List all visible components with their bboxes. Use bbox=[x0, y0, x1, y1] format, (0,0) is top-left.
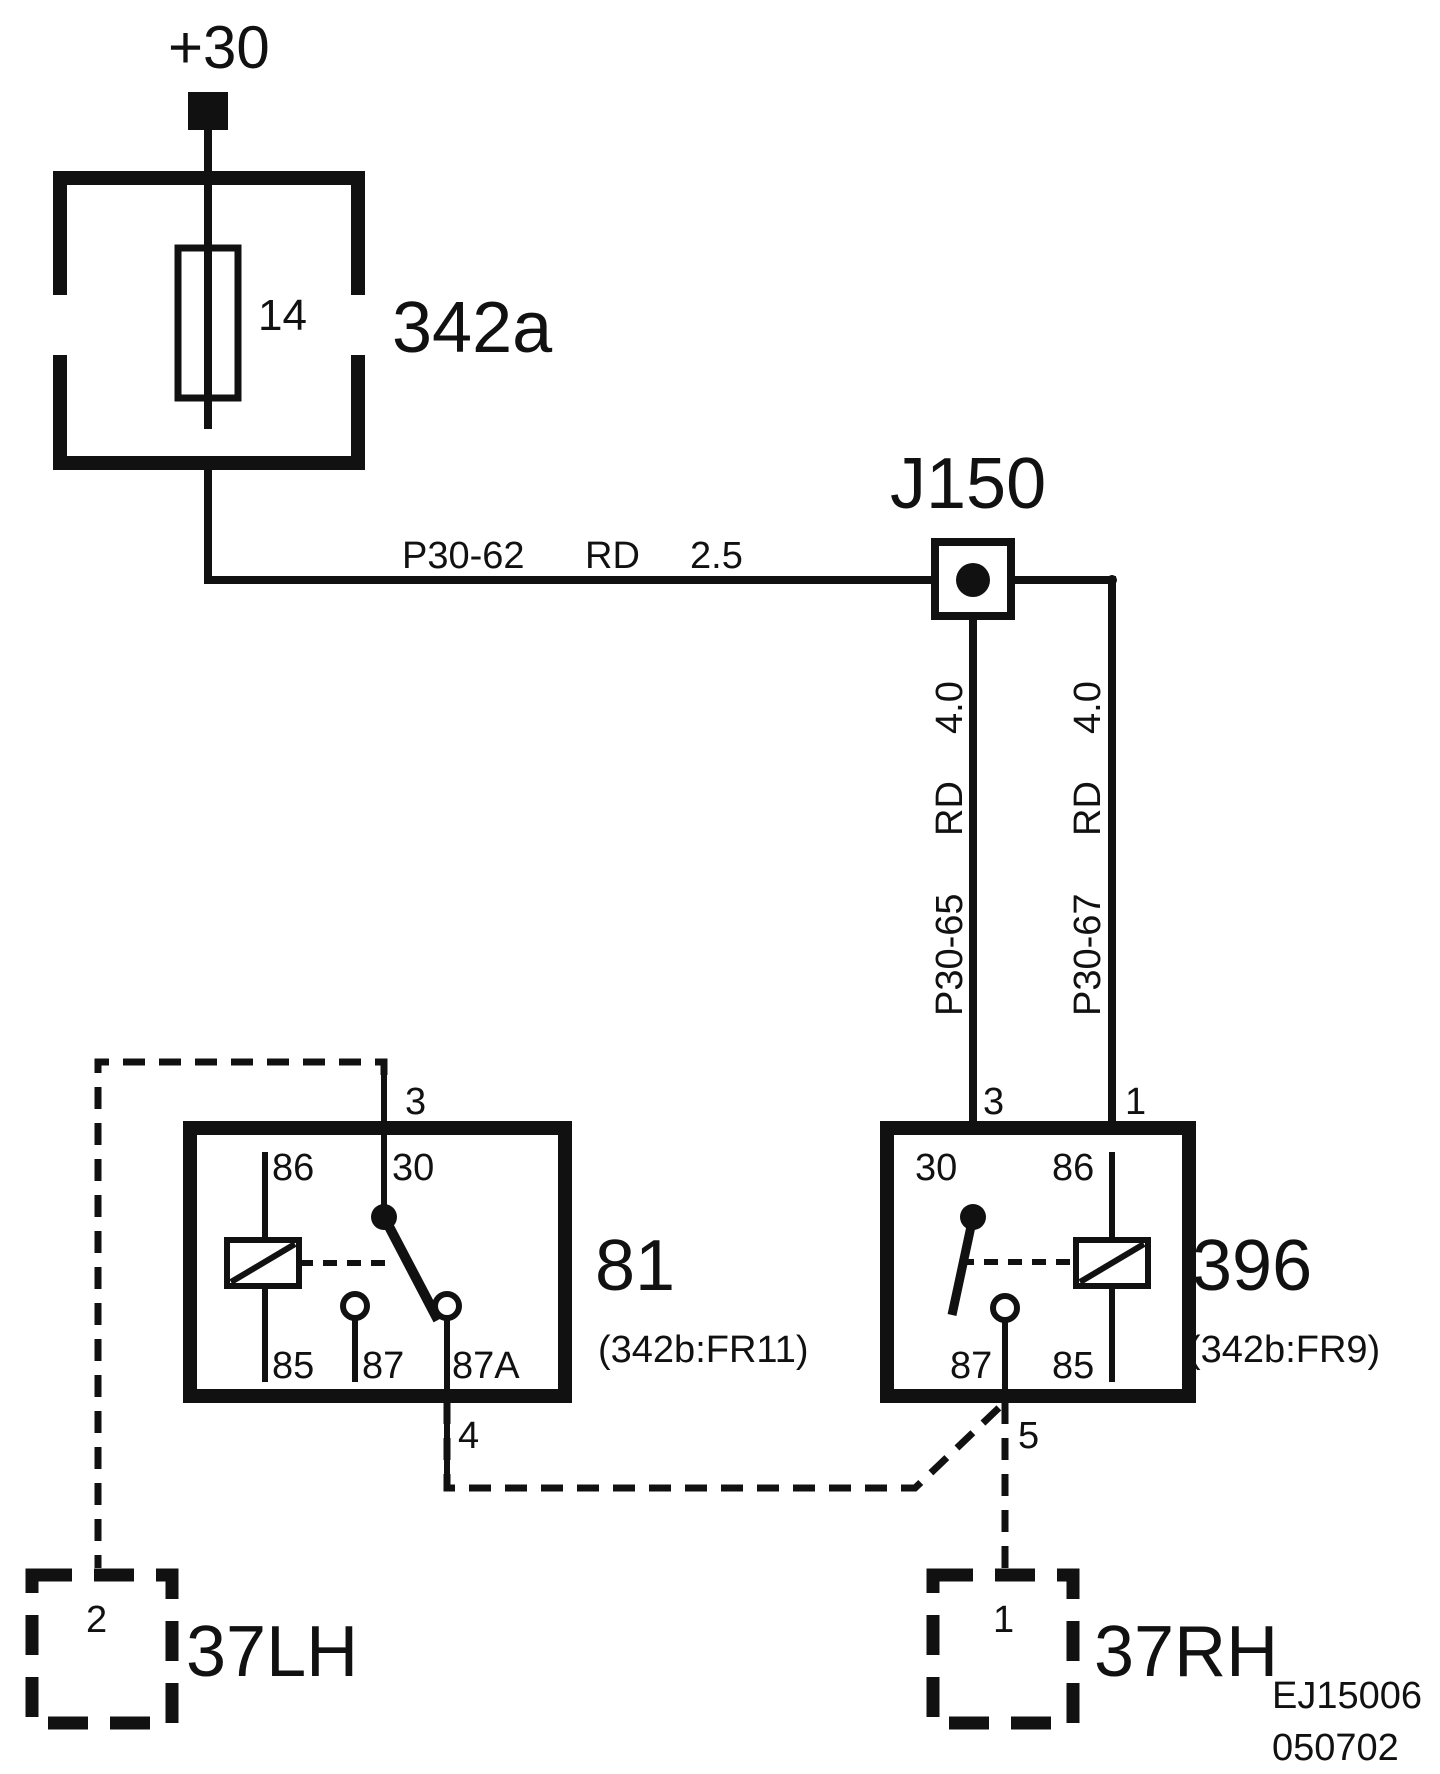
junction-node bbox=[956, 563, 990, 597]
relay-396-pin-30: 30 bbox=[915, 1147, 957, 1189]
relay-81: 86 30 85 87 87A 3 4 81 (342b:FR11) bbox=[183, 1075, 809, 1475]
lamp-37rh-id: 37RH bbox=[1094, 1612, 1278, 1692]
wire-main-color: RD bbox=[585, 535, 640, 577]
relay-81-pin-86: 86 bbox=[272, 1147, 314, 1189]
dashed-wire-87a-to-87 bbox=[443, 1399, 1008, 1492]
supply-terminal bbox=[188, 92, 228, 130]
relay-396-pin-85: 85 bbox=[1052, 1345, 1094, 1387]
wire-left-size: 4.0 bbox=[929, 681, 971, 734]
relay-396-contact-87 bbox=[990, 1293, 1020, 1323]
drawing-ref-line2: 050702 bbox=[1272, 1727, 1399, 1769]
wire-main-size: 2.5 bbox=[690, 535, 743, 577]
relay-396-conn-pin-left: 3 bbox=[983, 1081, 1004, 1123]
fuse-14 bbox=[174, 244, 242, 402]
relay-81-pin-87: 87 bbox=[362, 1345, 404, 1387]
relay-81-contact-87a bbox=[432, 1291, 462, 1321]
relay-396-conn-pin-right: 1 bbox=[1125, 1081, 1146, 1123]
lamp-37rh-pin: 1 bbox=[993, 1599, 1014, 1641]
dashed-wire-lh-feed bbox=[94, 1058, 388, 1568]
junction-id: J150 bbox=[890, 444, 1046, 524]
wire-right-labels: P30-67 RD 4.0 bbox=[1067, 681, 1109, 1016]
fuse-box-id: 342a bbox=[392, 288, 553, 368]
lamp-37lh: 2 37LH bbox=[25, 1568, 358, 1730]
lamp-37lh-id: 37LH bbox=[186, 1612, 358, 1692]
wire-right-color: RD bbox=[1067, 781, 1109, 836]
supply-label: +30 bbox=[168, 14, 270, 81]
wire-right-code: P30-67 bbox=[1067, 893, 1109, 1016]
relay-81-switch-arm bbox=[379, 1214, 443, 1323]
relay-81-ref: (342b:FR11) bbox=[598, 1329, 809, 1371]
relay-81-pin-87a: 87A bbox=[452, 1345, 520, 1387]
wire-left-labels: P30-65 RD 4.0 bbox=[929, 681, 971, 1016]
relay-81-conn-pin-top: 3 bbox=[405, 1081, 426, 1123]
relay-81-id: 81 bbox=[595, 1226, 675, 1306]
relay-81-pin-30: 30 bbox=[392, 1147, 434, 1189]
relay-81-pin-85: 85 bbox=[272, 1345, 314, 1387]
wire-right-size: 4.0 bbox=[1067, 681, 1109, 734]
lamp-37lh-pin: 2 bbox=[86, 1599, 107, 1641]
wire-left-color: RD bbox=[929, 781, 971, 836]
relay-396-switch-arm bbox=[947, 1216, 978, 1316]
relay-396-ref: (342b:FR9) bbox=[1188, 1329, 1380, 1371]
drawing-ref-line1: EJ15006 bbox=[1272, 1675, 1422, 1717]
relay-396-id: 396 bbox=[1192, 1226, 1312, 1306]
fuse-number: 14 bbox=[258, 291, 307, 340]
lamp-37rh: 1 37RH bbox=[926, 1568, 1278, 1730]
wire-left-code: P30-65 bbox=[929, 893, 971, 1016]
wire-main-code: P30-62 bbox=[402, 535, 525, 577]
relay-81-contact-87 bbox=[340, 1291, 370, 1321]
relay-396-pin-87: 87 bbox=[950, 1345, 992, 1387]
relay-396: 30 86 87 85 3 1 5 396 (342b:FR9) bbox=[880, 1081, 1380, 1457]
fuse-box-342a: 14 342a bbox=[53, 171, 553, 470]
relay-396-pin-86: 86 bbox=[1052, 1147, 1094, 1189]
relay-396-conn-pin-bottom: 5 bbox=[1018, 1415, 1039, 1457]
relay-81-conn-pin-bottom: 4 bbox=[458, 1415, 479, 1457]
